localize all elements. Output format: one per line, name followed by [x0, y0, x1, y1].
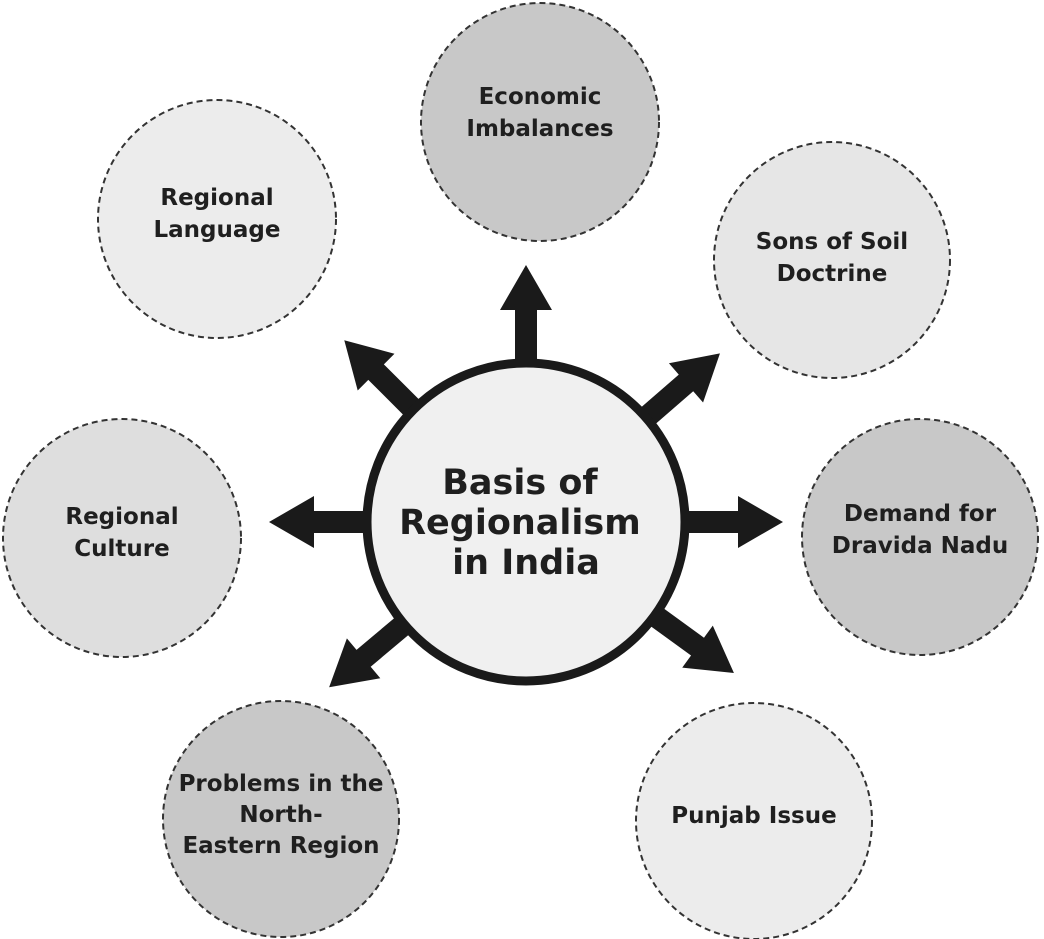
- node-label-line: Language: [154, 217, 281, 243]
- arrow-lower-right: [640, 601, 734, 674]
- arrow-lower-left: [329, 609, 419, 688]
- node-label-line: Culture: [74, 536, 169, 562]
- node-label-line: Doctrine: [777, 261, 888, 287]
- node-circle: [162, 700, 400, 938]
- node-label-line: Problems in the: [179, 771, 384, 797]
- arrow-shape: [500, 265, 552, 372]
- arrow-up: [500, 265, 552, 372]
- node-label: Punjab Issue: [671, 803, 836, 829]
- node-label-line: Punjab Issue: [671, 803, 836, 829]
- arrow-shape: [344, 340, 428, 424]
- center-title: Basis of Regionalism in India: [399, 463, 653, 583]
- center-node: Basis of Regionalism in India: [362, 358, 690, 686]
- node-label-line: Eastern Region: [182, 833, 379, 859]
- arrow-left: [269, 496, 376, 548]
- arrow-right: [676, 496, 783, 548]
- node-label-line: Economic: [479, 84, 602, 110]
- node-label-line: Sons of Soil: [756, 229, 908, 255]
- node-circle: [635, 702, 873, 939]
- node-circle: [97, 99, 337, 339]
- center-title-line: Regionalism: [399, 503, 641, 543]
- arrow-shape: [640, 601, 734, 674]
- arrow-shape: [269, 496, 376, 548]
- node-circle: [713, 141, 951, 379]
- arrow-shape: [329, 609, 419, 688]
- arrow-shape: [631, 353, 720, 432]
- node-label-line: North-: [239, 802, 322, 828]
- node-circle: [801, 418, 1039, 656]
- arrow-upper-right: [631, 353, 720, 432]
- node-circle: [420, 2, 660, 242]
- arrow-upper-left: [344, 340, 428, 424]
- center-title-line: in India: [452, 543, 600, 583]
- node-label-line: Imbalances: [466, 116, 613, 142]
- node-label-line: Regional: [65, 504, 178, 530]
- node-punjab-issue: Punjab Issue: [635, 702, 873, 939]
- node-label-line: Dravida Nadu: [832, 533, 1008, 559]
- node-label-line: Regional: [160, 185, 273, 211]
- arrows-group: [269, 265, 783, 688]
- center-circle: [362, 358, 690, 686]
- center-title-line: Basis of: [442, 463, 598, 503]
- arrow-shape: [676, 496, 783, 548]
- node-label-line: Demand for: [844, 501, 997, 527]
- node-circle: [2, 418, 242, 658]
